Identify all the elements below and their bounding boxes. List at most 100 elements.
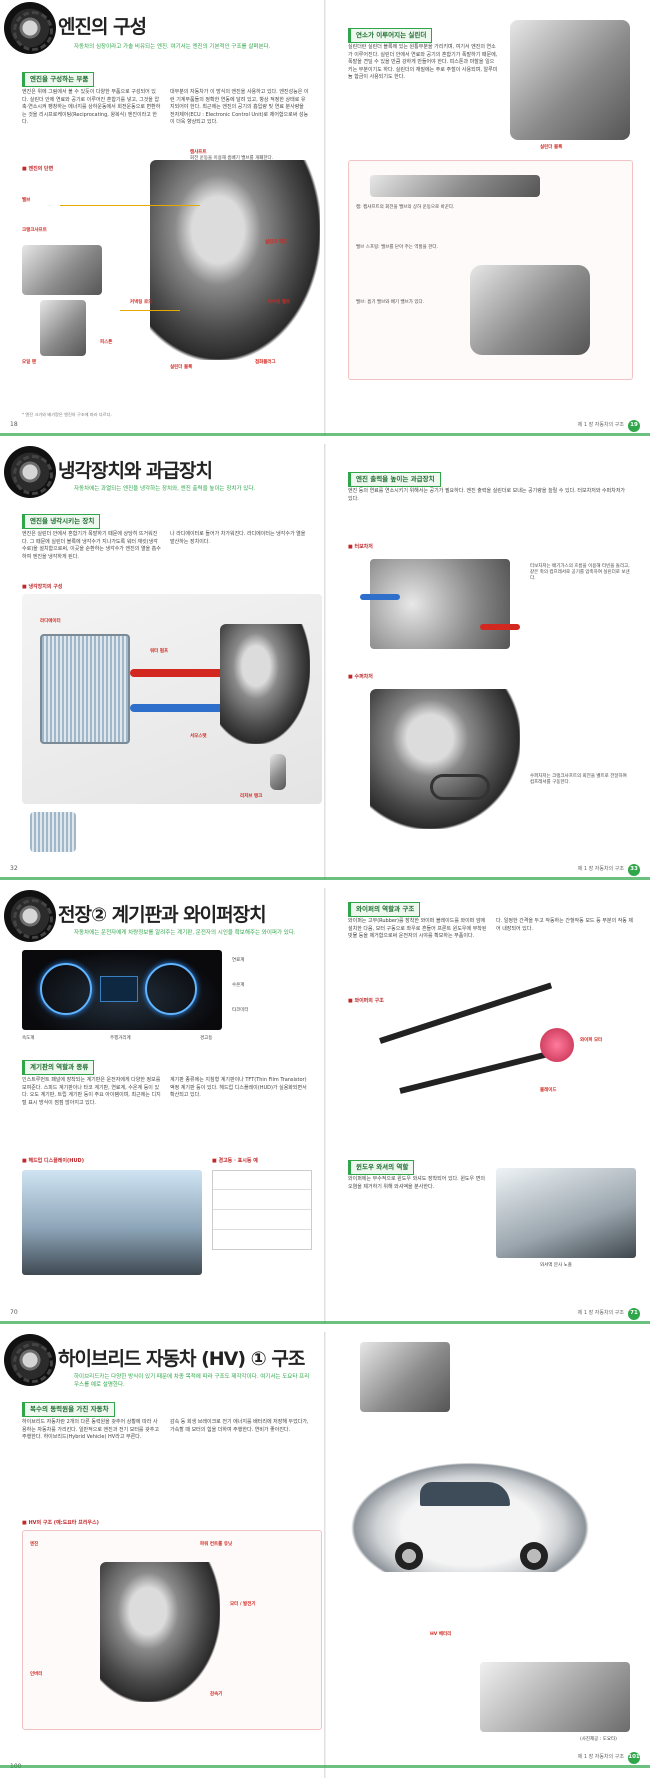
spread-cooling: 냉각장치와 과급장치 자동차에는 과열되는 엔진을 냉각하는 장치와, 엔진 출… bbox=[0, 444, 650, 880]
section-heading: 엔진 출력을 높이는 과급장치 bbox=[348, 472, 441, 488]
tire-icon bbox=[4, 890, 56, 942]
caption-blade: 블레이드 bbox=[540, 1088, 557, 1093]
caption-reducer: 감속기 bbox=[210, 1692, 223, 1697]
page-number: 101 bbox=[628, 1752, 640, 1764]
page-footer: 제 1 장 자동차의 구조 71 bbox=[578, 1308, 640, 1320]
coolant-pipe bbox=[130, 704, 250, 712]
crankshaft-illustration bbox=[22, 245, 102, 295]
radiator-illustration bbox=[40, 634, 130, 744]
caption-pump: 워터 펌프 bbox=[150, 649, 169, 654]
body-text: 와이퍼는 고무(Rubber)를 장착한 와이퍼 블레이드를 와이퍼 암에 설치… bbox=[348, 918, 487, 939]
page-footer: 제 1 장 자동차의 구조 101 bbox=[578, 1752, 640, 1764]
page-footer: 제 1 장 자동차의 구조 33 bbox=[578, 864, 640, 876]
photo-credit: (사진제공 : 도요타) bbox=[580, 1737, 617, 1742]
running-head: 제 1 장 자동차의 구조 bbox=[577, 866, 624, 873]
running-head: 제 1 장 자동차의 구조 bbox=[577, 1754, 624, 1761]
body-text: 계기판 종류에는 지침형 계기판이나 TFT(Thin Film Transis… bbox=[170, 1077, 307, 1098]
caption-motor: 와이퍼 모터 bbox=[580, 1038, 603, 1043]
body-text: 대부분의 자동차가 이 방식의 엔진을 사용하고 있다. 엔진성능은 이런 기계… bbox=[170, 89, 309, 125]
tire-icon bbox=[4, 446, 56, 498]
intake-pipe bbox=[360, 594, 400, 600]
tire-icon bbox=[4, 2, 56, 54]
body-text: 엔진은 위에 그림에서 볼 수 있듯이 다양한 부품으로 구성되어 있다. 실린… bbox=[22, 89, 161, 125]
valve-spring-illustration bbox=[470, 265, 590, 355]
wiper-arm bbox=[399, 1046, 566, 1094]
caption-valve: 밸브 bbox=[22, 198, 31, 203]
caption-piston: 피스톤 bbox=[100, 340, 113, 345]
valve-caption: 밸브: 흡기 밸브와 배기 밸브가 있다. bbox=[356, 300, 425, 305]
radiator-photo bbox=[30, 812, 76, 852]
figure-label: 냉각장치의 구성 bbox=[22, 584, 62, 591]
figure-label: 엔진의 단면 bbox=[22, 166, 53, 173]
section-heading: 윈도우 와셔의 역할 bbox=[348, 1160, 415, 1176]
gutter bbox=[324, 0, 326, 436]
gauge-caption: 연료계 bbox=[232, 958, 245, 963]
figure-label: 터보차저 bbox=[348, 544, 372, 551]
figure-label: 수퍼차저 bbox=[348, 674, 372, 681]
piston-illustration bbox=[40, 300, 86, 356]
caption-cylinder-block: 실린더 블록 bbox=[540, 145, 563, 150]
footnote: * 엔진 크기와 배기량은 엔진의 구조에 따라 다르다. bbox=[22, 412, 112, 417]
figure-label: HV의 구조 (예:도요타 프리우스) bbox=[22, 1520, 98, 1527]
coolant-pipe bbox=[130, 669, 250, 677]
tire-icon bbox=[4, 1334, 56, 1386]
page-number: 33 bbox=[628, 864, 640, 876]
body-text: 다. 일정한 간격을 두고 작동하는 간헐작동 모드 등 부분의 작동 제어 내… bbox=[496, 918, 634, 932]
page-title: 하이브리드 자동차 (HV) ① 구조 bbox=[58, 1348, 305, 1370]
body-text: 엔진은 실린더 안에서 혼합기가 폭발하기 때문에 상당히 뜨거워진다. 그 때… bbox=[22, 531, 161, 560]
caption-engine: 엔진 bbox=[30, 1542, 39, 1547]
body-text: 실린더란 실린더 블록에 있는 원통부분을 가리키며, 여기서 엔진의 연소가 … bbox=[348, 44, 498, 80]
running-head: 제 1 장 자동차의 구조 bbox=[577, 1310, 624, 1317]
valve-caption: 캠: 캠샤프트의 회전을 밸브의 상하 운동으로 바꾼다. bbox=[356, 205, 455, 210]
page-subtitle: 하이브리드카는 다양한 방식이 있기 때문에 차종 목적에 따라 구조도 제각각… bbox=[74, 1374, 310, 1388]
gauge-caption: 수온계 bbox=[232, 983, 245, 988]
gauge-caption: 경고등 bbox=[200, 1036, 213, 1041]
hv-engine-illustration bbox=[100, 1562, 220, 1702]
exhaust-pipe bbox=[480, 624, 520, 630]
camshaft-illustration bbox=[370, 175, 540, 197]
figure-label: 경고등 · 표시등 예 bbox=[212, 1158, 257, 1165]
hv-battery-photo bbox=[480, 1662, 630, 1732]
page-number: 32 bbox=[10, 865, 18, 873]
footer-bar bbox=[0, 877, 650, 880]
engine-illustration bbox=[220, 624, 310, 744]
page-subtitle: 자동차의 심장이라고 가솔 비유되는 엔진. 여기서는 엔진의 기본적인 구조를… bbox=[74, 44, 271, 50]
footer-bar bbox=[0, 433, 650, 436]
speedometer-gauge bbox=[40, 963, 92, 1015]
gauge-caption: 타코미터 bbox=[232, 1008, 249, 1013]
gutter bbox=[324, 888, 326, 1324]
page-title: 냉각장치와 과급장치 bbox=[58, 460, 213, 482]
cylinder-block-photo bbox=[510, 20, 630, 140]
caption-oilpan: 오일 팬 bbox=[22, 360, 36, 365]
valve-caption: 밸브 스프링: 밸브를 닫아 주는 역할을 한다. bbox=[356, 245, 438, 250]
prius-car-photo bbox=[350, 1462, 590, 1572]
caption-turbo: 터보차저는 배기가스의 흐름을 이용해 터빈을 돌리고, 같은 축의 컴프레서로… bbox=[530, 564, 630, 582]
windshield-photo bbox=[496, 1168, 636, 1258]
body-text: 엔진 등의 연료를 연소시키기 위해서는 공기가 필요하다. 엔진 출력을 실린… bbox=[348, 488, 626, 502]
car-wheel bbox=[520, 1542, 548, 1570]
page-title: 전장② 계기판과 와이퍼장치 bbox=[58, 904, 267, 926]
section-heading: 복수의 동력원을 가진 자동차 bbox=[22, 1402, 115, 1418]
caption-conrod: 커넥팅 로드 bbox=[130, 300, 153, 305]
hud-photo bbox=[22, 1170, 202, 1275]
page-title: 엔진의 구성 bbox=[58, 16, 147, 38]
reserve-tank-illustration bbox=[270, 754, 286, 790]
caption-motor: 모터 / 발전기 bbox=[230, 1602, 256, 1607]
spread-engine: 엔진의 구성 자동차의 심장이라고 가솔 비유되는 엔진. 여기서는 엔진의 기… bbox=[0, 0, 650, 436]
caption-thermo: 서모스탯 bbox=[190, 734, 207, 739]
supercharger-illustration bbox=[370, 689, 520, 829]
section-heading: 와이퍼의 역할과 구조 bbox=[348, 902, 421, 918]
turbo-illustration bbox=[370, 559, 510, 649]
caption-inverter: 인버터 bbox=[30, 1672, 43, 1677]
footer-bar bbox=[0, 1321, 650, 1324]
caption-head: 실린더 헤드 bbox=[265, 240, 288, 245]
footer-bar bbox=[0, 1765, 650, 1768]
page-number: 70 bbox=[10, 1309, 18, 1317]
body-text: 하이브리드 자동차란 2개의 다른 동력원을 갖추어 상황에 따라 사용하는 자… bbox=[22, 1419, 159, 1440]
body-text: 인스트루먼트 패널에 장착되는 계기판은 운전자에게 다양한 정보를 보여준다.… bbox=[22, 1077, 161, 1106]
caption-cylinder: 실린더 블록 bbox=[170, 365, 193, 370]
section-heading: 엔진을 구성하는 부품 bbox=[22, 72, 95, 88]
gauge-caption: 속도계 bbox=[22, 1036, 35, 1041]
caption-spark: 점화플러그 bbox=[255, 360, 276, 365]
